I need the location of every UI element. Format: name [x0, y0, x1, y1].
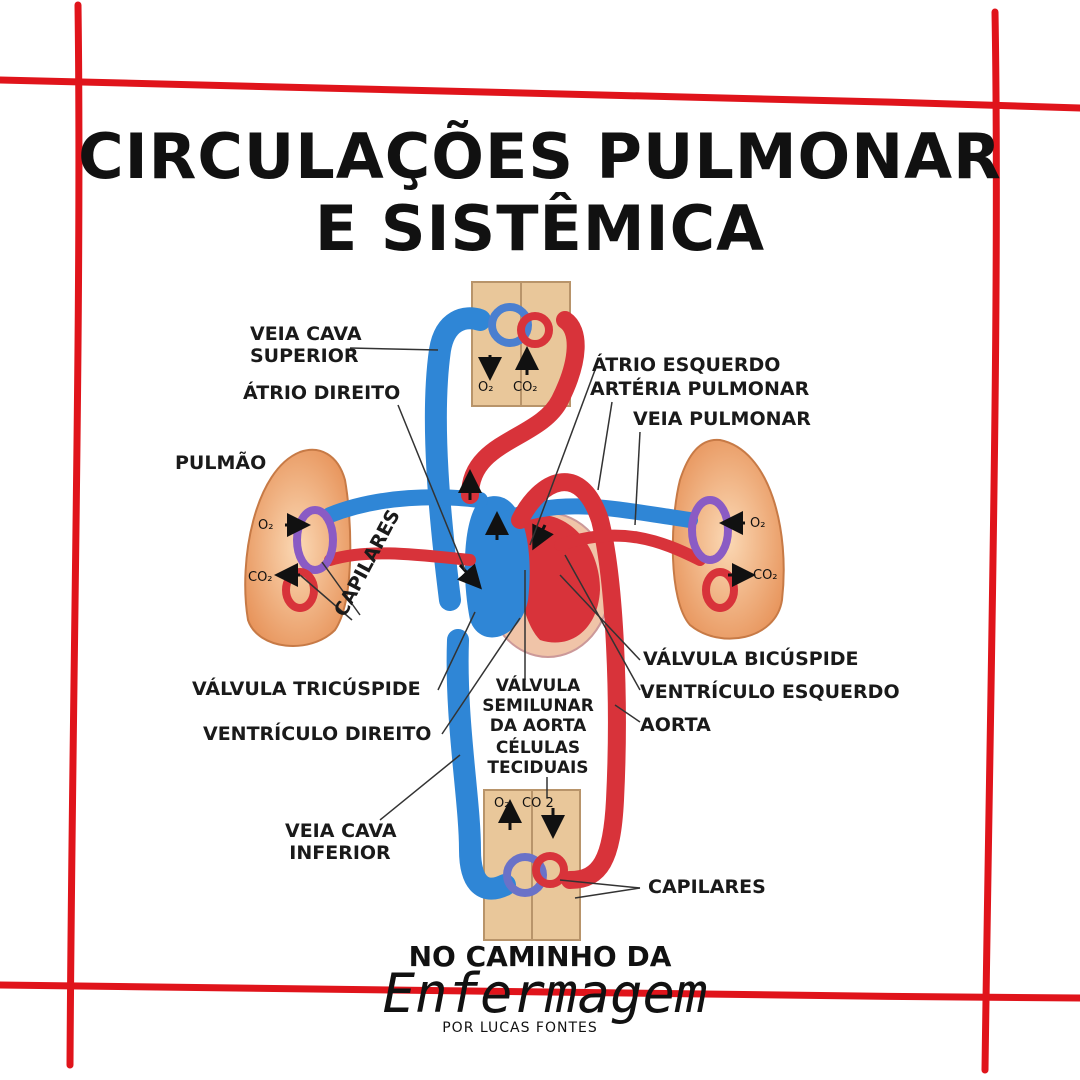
co2-left-label: CO₂ — [248, 570, 273, 585]
label-valvula-semilunar-line1: VÁLVULA — [495, 676, 581, 696]
label-veia-cava-superior: VEIA CAVA SUPERIOR — [250, 323, 362, 367]
title-line2: E SISTÊMICA — [314, 192, 766, 265]
label-valvula-bicuspide: VÁLVULA BICÚSPIDE — [643, 648, 859, 670]
brand-line1: NO CAMINHO DA — [408, 940, 672, 973]
arterial-vessels — [324, 311, 706, 889]
label-valvula-semilunar: VÁLVULA SEMILUNAR DA AORTA — [478, 676, 598, 736]
brand-line2: Enfermagem — [382, 962, 708, 1025]
brand-line3: POR LUCAS FONTES — [442, 1020, 598, 1036]
label-arteria-pulmonar: ARTÉRIA PULMONAR — [590, 378, 810, 400]
o2-right-label: O₂ — [750, 516, 766, 531]
label-pulmao: PULMÃO — [175, 452, 267, 474]
label-valvula-semilunar-line3: DA AORTA — [489, 716, 587, 736]
capillary-bottom — [503, 852, 568, 897]
co2-bottom-label: CO 2 — [522, 796, 554, 811]
co2-right-label: CO₂ — [753, 568, 778, 583]
label-veia-cava-inferior: VEIA CAVA INFERIOR — [285, 820, 397, 864]
label-veia-cava-superior-line1: VEIA CAVA — [250, 323, 362, 345]
heart — [464, 496, 611, 658]
flow-arrows — [274, 346, 756, 839]
capillary-top — [488, 303, 553, 348]
label-celulas-line2: TECIDUAIS — [487, 758, 589, 778]
o2-left-label: O₂ — [258, 518, 274, 533]
label-valvula-tricuspide: VÁLVULA TRICÚSPIDE — [192, 678, 421, 700]
label-ventriculo-esquerdo: VENTRÍCULO ESQUERDO — [640, 681, 900, 703]
label-veia-cava-inferior-line2: INFERIOR — [289, 842, 391, 864]
label-veia-cava-inferior-line1: VEIA CAVA — [285, 820, 397, 842]
capillary-left — [282, 506, 337, 612]
label-veia-cava-superior-line2: SUPERIOR — [250, 345, 359, 367]
label-atrio-esquerdo: ÁTRIO ESQUERDO — [592, 354, 781, 376]
label-ventriculo-direito: VENTRÍCULO DIREITO — [203, 723, 432, 745]
label-aorta: AORTA — [640, 714, 711, 736]
label-capilares-tissue: CAPILARES — [648, 876, 766, 898]
o2-bottom-label: O₂ — [494, 796, 510, 811]
label-celulas-line1: CÉLULAS — [495, 738, 581, 758]
label-celulas-teciduais: CÉLULAS TECIDUAIS — [478, 738, 598, 778]
o2-top-label: O₂ — [478, 380, 494, 395]
label-valvula-semilunar-line2: SEMILUNAR — [482, 696, 594, 716]
leader-lines — [299, 347, 641, 899]
label-veia-pulmonar: VEIA PULMONAR — [633, 408, 811, 430]
title-line1: CIRCULAÇÕES PULMONAR — [78, 120, 1002, 193]
co2-top-label: CO₂ — [513, 380, 538, 395]
label-atrio-direito: ÁTRIO DIREITO — [243, 382, 401, 404]
